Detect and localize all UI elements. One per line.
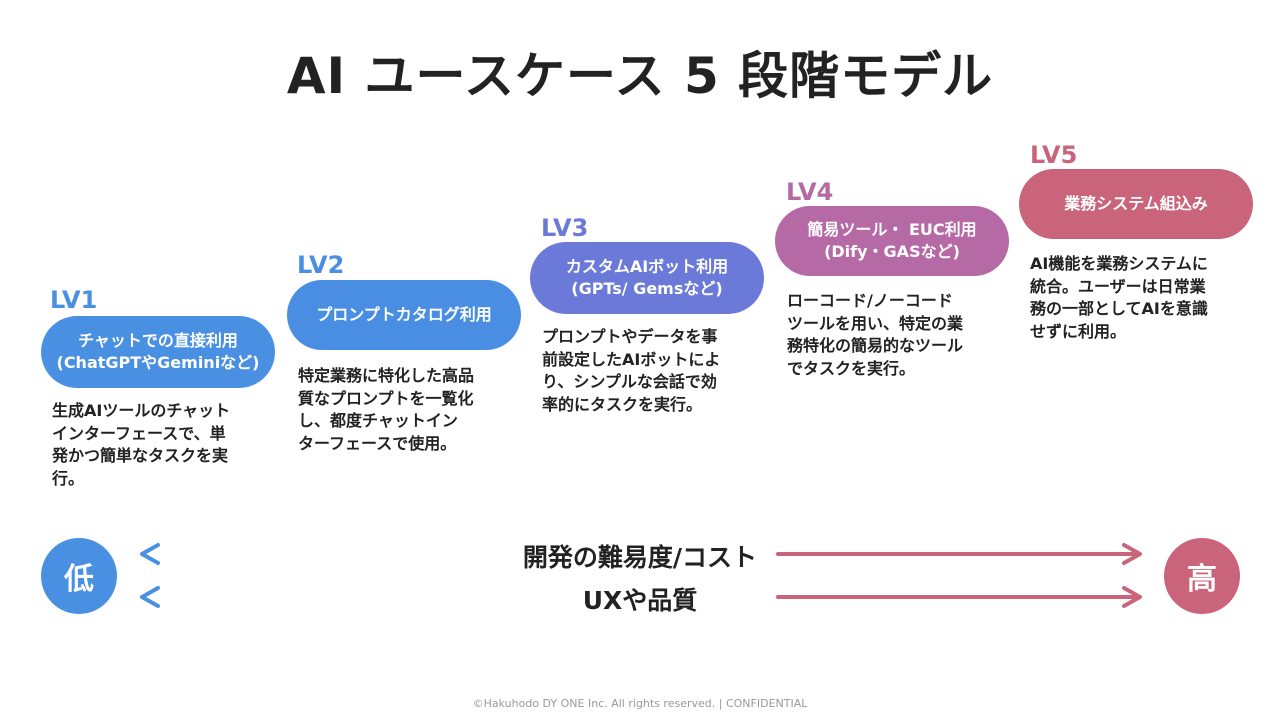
description-line: 前設定したAIボットによ [542, 349, 721, 369]
level-2-label: LV2 [297, 251, 345, 279]
description-line: り、シンプルな会話で効 [542, 372, 717, 391]
description-line: AI機能を業務システムに [1030, 254, 1208, 273]
description-line: 務の一部としてAIを意識 [1030, 299, 1208, 318]
level-5-label: LV5 [1030, 141, 1078, 169]
description-line: 行。 [52, 468, 85, 488]
description-line: 発かつ簡単なタスクを実 [52, 446, 229, 465]
description-line: 生成AIツールのチャット [52, 401, 231, 420]
level-5-pill-line: 業務システム組込み [1064, 194, 1208, 213]
level-1-pill-line: チャットでの直接利用 [78, 331, 238, 350]
cost-arrow [140, 543, 1142, 565]
level-3-pill-line: (GPTs/ Gemsなど) [571, 279, 723, 298]
description-line: 統合。ユーザーは日常業 [1030, 276, 1206, 296]
level-1-pill: チャットでの直接利用 (ChatGPTやGeminiなど) [41, 316, 275, 388]
level-5-pill: 業務システム組込み [1019, 169, 1253, 239]
axis-label-cost: 開発の難易度/コスト [522, 543, 758, 572]
level-3-label: LV3 [541, 214, 589, 242]
description-line: プロンプトやデータを事 [542, 327, 718, 346]
level-1-pill-line: (ChatGPTやGeminiなど) [56, 353, 260, 372]
ux-arrow [140, 586, 1142, 608]
level-4-pill: 簡易ツール・ EUC利用 (Dify・GASなど) [775, 206, 1009, 276]
scale-low-circle: 低 [41, 538, 117, 614]
level-4-pill-line: (Dify・GASなど) [824, 242, 960, 261]
description-line: でタスクを実行。 [787, 358, 916, 378]
description-line: ターフェースで使用。 [298, 433, 457, 453]
description-line: せずに利用。 [1030, 321, 1127, 341]
description-line: 務特化の簡易的なツール [787, 336, 964, 355]
description-line: ツールを用い、特定の業 [787, 313, 964, 333]
description-line: 特定業務に特化した高品 [298, 366, 475, 385]
level-3-pill-line: カスタムAIボット利用 [565, 257, 729, 276]
level-1-label: LV1 [50, 286, 98, 314]
description-line: し、都度チャットイン [298, 411, 458, 430]
scale-high-circle: 高 [1164, 538, 1240, 614]
level-2-pill: プロンプトカタログ利用 [287, 280, 521, 350]
axis-label-ux: UXや品質 [582, 586, 698, 615]
page-title: AI ユースケース 5 段階モデル [286, 47, 994, 105]
description-line: 率的にタスクを実行。 [542, 394, 703, 414]
level-3-description: プロンプトやデータを事 前設定したAIボットによ り、シンプルな会話で効 率的に… [542, 326, 762, 416]
level-4-description: ローコード/ノーコード ツールを用い、特定の業 務特化の簡易的なツール でタスク… [787, 290, 1007, 380]
description-line: インターフェースで、単 [52, 423, 226, 443]
level-2-description: 特定業務に特化した高品 質なプロンプトを一覧化 し、都度チャットイン ターフェー… [298, 365, 518, 455]
footer-copyright: ©Hakuhodo DY ONE Inc. All rights reserve… [472, 697, 808, 710]
level-2-pill-line: プロンプトカタログ利用 [316, 305, 492, 324]
level-5-description: AI機能を業務システムに 統合。ユーザーは日常業 務の一部としてAIを意識 せず… [1030, 253, 1250, 343]
description-line: ローコード/ノーコード [787, 291, 953, 310]
level-1-description: 生成AIツールのチャット インターフェースで、単 発かつ簡単なタスクを実 行。 [52, 400, 272, 490]
level-3-pill: カスタムAIボット利用 (GPTs/ Gemsなど) [530, 242, 764, 314]
description-line: 質なプロンプトを一覧化 [298, 388, 474, 408]
level-4-pill-line: 簡易ツール・ EUC利用 [807, 220, 977, 239]
level-4-label: LV4 [786, 178, 834, 206]
